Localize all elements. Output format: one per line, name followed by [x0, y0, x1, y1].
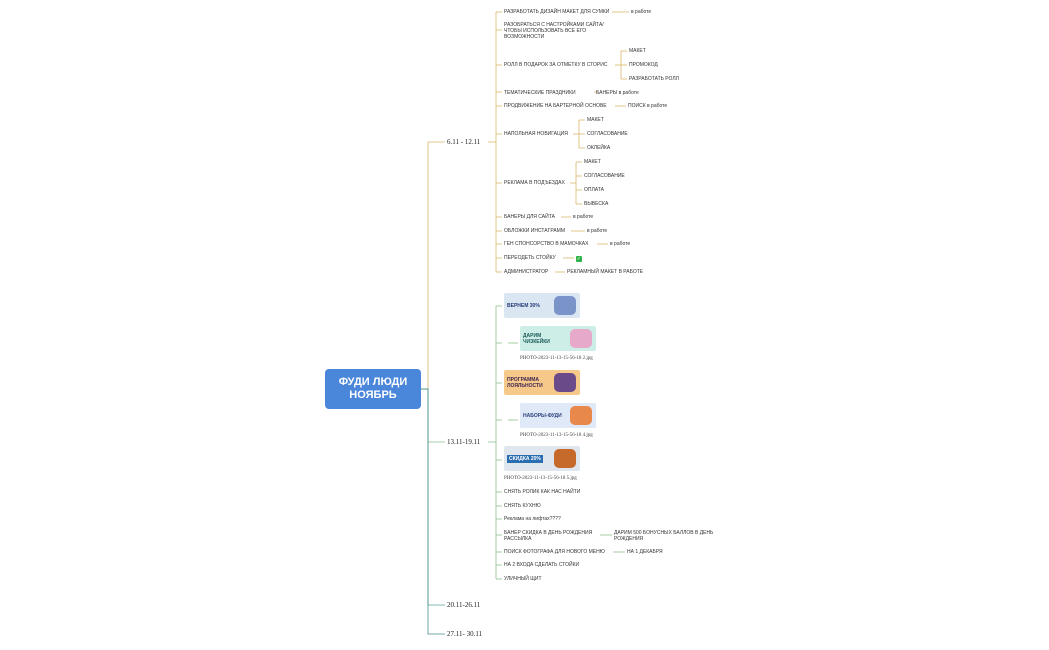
task-node[interactable]: БАНЕР СКИДКА В ДЕНЬ РОЖДЕНИЯ РАССЫЛКА: [504, 530, 593, 542]
subtask-node[interactable]: ВЫВЕСКА: [584, 201, 609, 207]
root-connector: [421, 388, 445, 606]
image-node-4[interactable]: НАБОРЫ-ФУДИ: [520, 403, 596, 428]
task-node[interactable]: РЕКЛАМА В ПОДЪЕЗДАХ: [504, 180, 565, 186]
subtask-node[interactable]: МАКЕТ: [584, 159, 601, 165]
image-title: ДАРИМ ЧИЗКЕЙКИ: [523, 332, 550, 345]
subtask-node[interactable]: СОГЛАСОВАНИЕ: [584, 173, 625, 179]
task-node[interactable]: ПОИСК ФОТОГРАФА ДЛЯ НОВОГО МЕНЮ: [504, 549, 605, 555]
task-node[interactable]: БАНЕРЫ ДЛЯ САЙТА: [504, 214, 555, 220]
subtask-node[interactable]: РЕКЛАМНЫЙ МАКЕТ В РАБОТЕ: [567, 269, 644, 275]
image-title: СКИДКА 20%: [507, 454, 543, 463]
subtask-node[interactable]: ПРОМОКОД: [629, 62, 658, 68]
subtask-node[interactable]: ДАРИМ 500 БОНУСНЫХ БАЛЛОВ В ДЕНЬ РОЖДЕНИ…: [614, 530, 714, 542]
subtask-node[interactable]: в работе: [631, 9, 652, 15]
subtask-node[interactable]: ПОИСК в работе: [628, 103, 668, 109]
image-node-2[interactable]: ДАРИМ ЧИЗКЕЙКИ: [520, 326, 596, 351]
task-node[interactable]: ПЕРЕОДЕТЬ СТОЙКУ: [504, 255, 556, 261]
week-node-3[interactable]: 20.11-26.11: [447, 601, 481, 609]
image-graphic: [554, 449, 576, 468]
subtask-node[interactable]: СОГЛАСОВАНИЕ: [587, 131, 628, 137]
subtask-node[interactable]: НА 1 ДЕКАБРЯ: [627, 549, 663, 555]
image-caption: PHOTO-2023-11-13-15-56-18 5.jpg: [504, 476, 577, 481]
root-connector: [421, 141, 445, 390]
image-title: ПРОГРАММА ЛОЯЛЬНОСТИ: [507, 376, 543, 389]
subtask-node[interactable]: РАЗРАБОТАТЬ РОЛЛ: [629, 76, 679, 82]
task-node[interactable]: СНЯТЬ РОЛИК КАК НАС НАЙТИ: [504, 489, 581, 495]
image-graphic: [554, 373, 576, 392]
week-node-2[interactable]: 13.11-19.11: [447, 438, 481, 446]
task-node[interactable]: ПРОДВИЖЕНИЕ НА БАРТЕРНОЙ ОСНОВЕ: [504, 103, 607, 109]
task-node[interactable]: НА 2 ВХОДА СДЕЛАТЬ СТОЙКИ: [504, 562, 580, 568]
root-connector: [421, 388, 445, 443]
image-graphic: [570, 406, 592, 425]
task-node[interactable]: РОЛЛ В ПОДАРОК ЗА ОТМЕТКУ В СТОРИС: [504, 62, 608, 68]
week-node-1[interactable]: 6.11 - 12.11: [447, 138, 481, 146]
subtask-node[interactable]: МАКЕТ: [587, 117, 604, 123]
subtask-node[interactable]: в работе: [587, 228, 608, 234]
task-node[interactable]: ОБЛОЖКИ ИНСТАГРАММ: [504, 228, 565, 234]
image-node-3[interactable]: ПРОГРАММА ЛОЯЛЬНОСТИ: [504, 370, 580, 395]
task-node[interactable]: ТЕМАТИЧЕСКИЕ ПРАЗДНИКИ: [504, 90, 576, 96]
subtask-node[interactable]: ОКЛЕЙКА: [587, 145, 611, 151]
task-node[interactable]: ГЕН СПОНСОРСТВО В МАМОЧКАХ: [504, 241, 589, 247]
task-node[interactable]: СНЯТЬ КУХНЮ: [504, 503, 541, 509]
subtask-node[interactable]: ОПЛАТА: [584, 187, 604, 193]
subtask-node[interactable]: МАКЕТ: [629, 48, 646, 54]
task-node[interactable]: НАПОЛЬНАЯ НОВИГАЦИЯ: [504, 131, 568, 137]
task-node[interactable]: РАЗОБРАТЬСЯ С НАСТРОЙКАМИ САЙТА/ ЧТОБЫ И…: [504, 22, 604, 40]
task-node[interactable]: УЛИЧНЫЙ ЩИТ: [504, 576, 542, 582]
subtask-node[interactable]: в работе: [610, 241, 631, 247]
root-connector: [421, 388, 445, 635]
task-node[interactable]: Реклама на лифтах????: [504, 516, 561, 522]
subtask-node[interactable]: БАНЕРЫ в работе: [596, 90, 639, 96]
image-graphic: [554, 296, 576, 315]
image-caption: PHOTO-2023-11-13-15-56-18 4.jpg: [520, 433, 593, 438]
task-node[interactable]: АДМИНИСТРАТОР: [504, 269, 549, 275]
root-node[interactable]: ФУДИ ЛЮДИ НОЯБРЬ: [325, 369, 421, 409]
image-title: ВЕРНЕМ 30%: [507, 302, 540, 309]
image-caption: PHOTO-2023-11-13-15-56-18 2.jpg: [520, 356, 593, 361]
task-node[interactable]: РАЗРАБОТАТЬ ДИЗАЙН МАКЕТ ДЛЯ СУМКИ: [504, 9, 610, 15]
subtask-node[interactable]: в работе: [573, 214, 594, 220]
image-node-5[interactable]: СКИДКА 20%: [504, 446, 580, 471]
checkmark-icon: ✓: [576, 256, 582, 262]
image-graphic: [570, 329, 592, 348]
image-title: НАБОРЫ-ФУДИ: [523, 412, 562, 419]
image-node-1[interactable]: ВЕРНЕМ 30%: [504, 293, 580, 318]
week-node-4[interactable]: 27.11- 30.11: [447, 630, 483, 638]
